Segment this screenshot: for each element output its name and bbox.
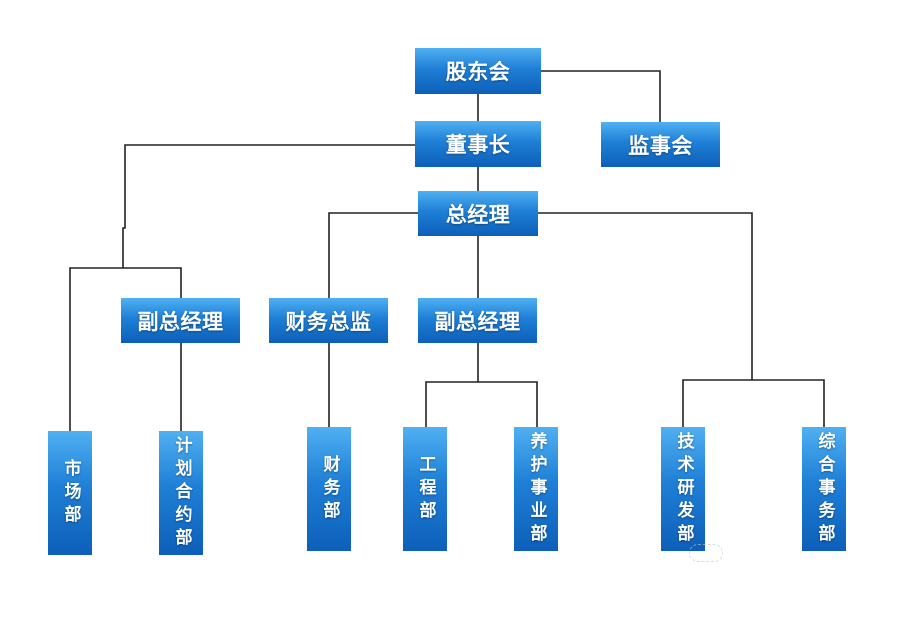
node-label: 副总经理: [137, 309, 224, 334]
dept-char: 业: [526, 500, 547, 524]
dept-char: 研: [673, 477, 694, 501]
dept-char: 技: [673, 431, 694, 455]
dept-char: 事: [526, 477, 547, 501]
node-label: 股东会: [445, 60, 511, 84]
dept-char: 部: [415, 500, 436, 524]
dept-char: 护: [526, 454, 547, 478]
faint-watermark-mark: [689, 544, 723, 562]
node-engineering-dept[interactable]: 工 程 部: [403, 427, 447, 551]
node-label: 监事会: [628, 133, 693, 158]
dept-char: 部: [60, 504, 81, 528]
dept-char: 部: [814, 523, 835, 547]
dept-char: 合: [814, 454, 835, 478]
node-financial-director[interactable]: 财务总监: [269, 298, 388, 343]
dept-char: 计: [171, 435, 192, 459]
dept-char: 财: [319, 454, 340, 478]
line-left-bus: [69, 267, 182, 431]
dept-char: 场: [60, 481, 81, 505]
node-finance-dept[interactable]: 财 务 部: [307, 427, 351, 551]
dept-char: 市: [60, 458, 81, 482]
node-general-manager[interactable]: 总经理: [418, 191, 538, 236]
node-maintenance-dept[interactable]: 养 护 事 业 部: [514, 427, 558, 551]
line-right-bus: [682, 379, 825, 427]
dept-char: 术: [673, 454, 694, 478]
node-label: 总经理: [445, 202, 511, 227]
dept-char: 约: [171, 504, 192, 528]
line-chairman-left-branch: [122, 144, 415, 268]
line-gm-right-branch: [538, 212, 753, 380]
dept-char: 养: [526, 431, 547, 455]
node-planning-contract-dept[interactable]: 计 划 合 约 部: [159, 431, 203, 555]
dept-char: 事: [814, 477, 835, 501]
node-general-affairs-dept[interactable]: 综 合 事 务 部: [802, 427, 846, 551]
node-chairman[interactable]: 董事长: [415, 121, 541, 167]
line-middle-bus: [425, 381, 538, 427]
node-market-dept[interactable]: 市 场 部: [48, 431, 92, 555]
node-tech-rd-dept[interactable]: 技 术 研 发 部: [661, 427, 705, 551]
dept-char: 务: [814, 500, 835, 524]
line-gm-finance-director: [328, 212, 418, 298]
dept-char: 合: [171, 481, 192, 505]
dept-char: 部: [673, 523, 694, 547]
dept-char: 程: [415, 477, 436, 501]
dept-char: 部: [526, 523, 547, 547]
node-deputy-gm-left[interactable]: 副总经理: [121, 298, 240, 343]
dept-char: 工: [415, 454, 436, 478]
node-label: 副总经理: [434, 309, 521, 334]
node-label: 财务总监: [285, 309, 372, 334]
line-shareholders-supervisory: [541, 70, 661, 122]
node-deputy-gm-middle[interactable]: 副总经理: [418, 298, 537, 343]
dept-char: 务: [319, 477, 340, 501]
node-supervisory-board[interactable]: 监事会: [601, 122, 720, 167]
dept-char: 综: [814, 431, 835, 455]
dept-char: 部: [319, 500, 340, 524]
dept-char: 划: [171, 458, 192, 482]
dept-char: 发: [673, 500, 694, 524]
node-shareholders[interactable]: 股东会: [415, 48, 541, 94]
dept-char: 部: [171, 527, 192, 551]
node-label: 董事长: [445, 133, 511, 157]
